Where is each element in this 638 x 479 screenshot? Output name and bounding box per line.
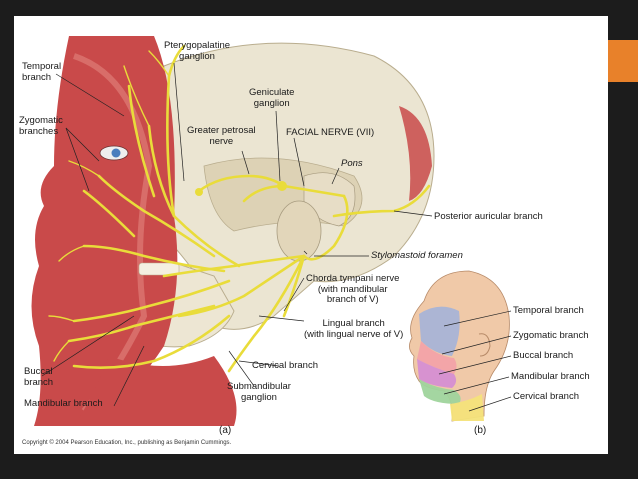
label-pons: Pons <box>341 158 363 169</box>
copyright-notice: Copyright © 2004 Pearson Education, Inc.… <box>22 440 232 446</box>
ear-shape <box>276 200 322 262</box>
small-ear <box>478 333 491 357</box>
leader-lines-a <box>41 62 433 407</box>
label-submandibular-ganglion: Submandibular ganglion <box>227 381 291 403</box>
label-pterygopalatine-ganglion: Pterygopalatine ganglion <box>164 40 231 62</box>
label-greater-petrosal-nerve: Greater petrosal nerve <box>187 125 256 147</box>
label-lingual-branch: Lingual branch (with lingual nerve of V) <box>304 318 404 340</box>
region-cervical <box>450 394 484 421</box>
label-b-mandibular-branch: Mandibular branch <box>511 371 590 382</box>
facial-nerve-thin <box>48 50 170 362</box>
label-temporal-branch: Temporal branch <box>22 61 62 83</box>
facial-nerve-illustration <box>31 36 512 426</box>
region-temporal <box>419 306 460 356</box>
label-stylomastoid-foramen: Stylomastoid foramen <box>371 250 463 261</box>
caption-b: (b) <box>474 425 487 436</box>
teeth <box>138 262 180 276</box>
region-mandibular <box>419 379 461 404</box>
region-buccal <box>417 359 457 388</box>
label-b-buccal-branch: Buccal branch <box>513 350 574 361</box>
neck-muscles <box>74 356 237 426</box>
label-b-cervical-branch: Cervical branch <box>513 391 579 402</box>
label-chorda-tympani-nerve: Chorda tympani nerve (with mandibular br… <box>306 273 400 305</box>
label-geniculate-ganglion: Geniculate ganglion <box>249 87 295 109</box>
caption-a: (a) <box>219 425 232 436</box>
label-cervical-branch: Cervical branch <box>252 360 318 371</box>
facial-nerve-paths <box>67 44 431 373</box>
iris <box>111 148 121 158</box>
occipital-muscle <box>399 106 432 201</box>
label-zygomatic-branches: Zygomatic branches <box>19 115 63 137</box>
label-buccal-branch: Buccal branch <box>24 366 54 388</box>
geniculate-ganglion-dot <box>277 181 287 191</box>
small-head-figure <box>409 270 510 422</box>
region-zygomatic <box>417 341 457 374</box>
leader-lines-b <box>438 310 512 412</box>
label-b-zygomatic-branch: Zygomatic branch <box>513 330 589 341</box>
label-mandibular-branch: Mandibular branch <box>24 398 103 409</box>
pterygopalatine-ganglion-dot <box>195 188 203 196</box>
label-b-temporal-branch: Temporal branch <box>513 305 584 316</box>
label-posterior-auricular-branch: Posterior auricular branch <box>434 211 543 222</box>
label-facial-nerve: FACIAL NERVE (VII) <box>286 127 375 138</box>
diagram-panel: Temporal branch Zygomatic branches Ptery… <box>14 16 608 454</box>
accent-bar <box>607 40 638 82</box>
